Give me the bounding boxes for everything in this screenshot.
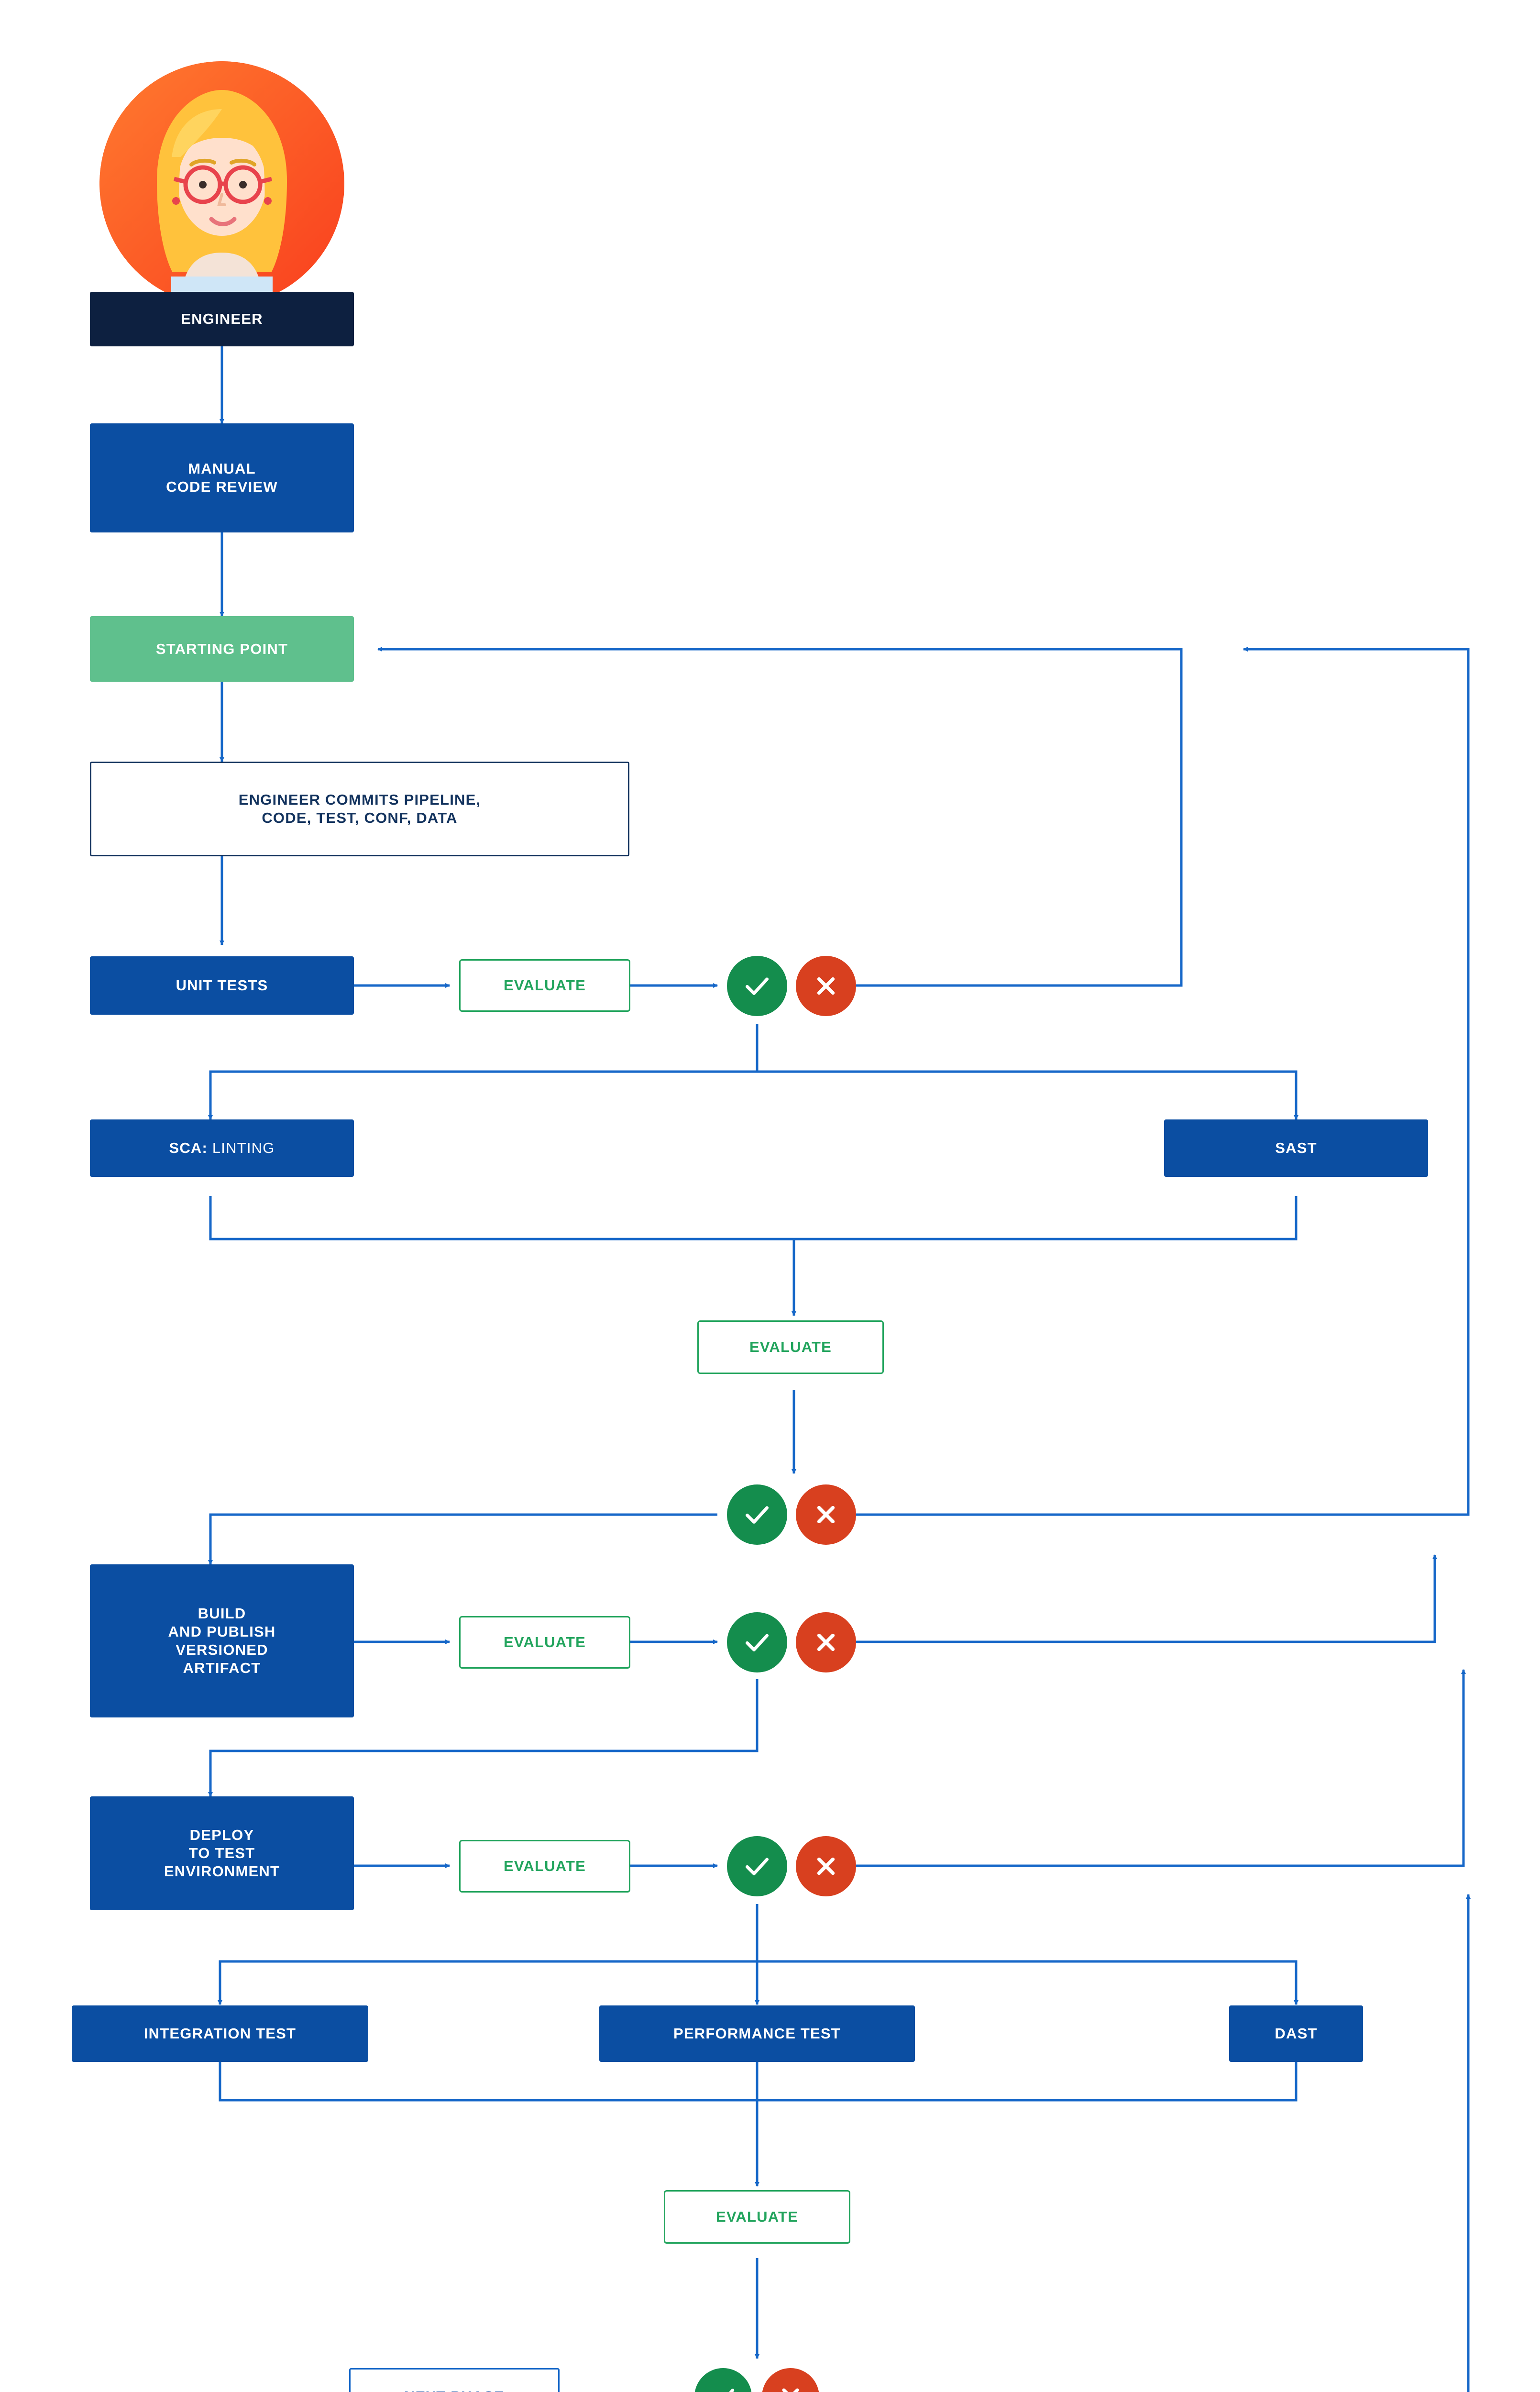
check-icon <box>729 2389 735 2392</box>
node-build-line4: ARTIFACT <box>183 1659 261 1676</box>
cross-icon <box>817 1633 835 1651</box>
badge-pass-next-phase[interactable] <box>694 2368 752 2392</box>
check-icon <box>745 1858 769 1875</box>
node-deploy-test-env[interactable]: DEPLOY TO TEST ENVIRONMENT <box>90 1796 354 1910</box>
check-icon <box>745 1634 769 1651</box>
node-build-line2: AND PUBLISH <box>168 1623 276 1640</box>
node-evaluate-build[interactable]: EVALUATE <box>459 1616 630 1669</box>
node-sast[interactable]: SAST <box>1164 1119 1428 1177</box>
node-deploy-line1: DEPLOY <box>189 1827 254 1844</box>
node-engineer-label: ENGINEER <box>181 310 263 328</box>
cross-icon <box>782 2388 799 2392</box>
node-unit-tests[interactable]: UNIT TESTS <box>90 956 354 1015</box>
node-integration-test[interactable]: INTEGRATION TEST <box>72 2005 368 2062</box>
node-evaluate-5-label: EVALUATE <box>715 2208 799 2226</box>
node-evaluate-deploy[interactable]: EVALUATE <box>459 1840 630 1893</box>
node-integration-test-label: INTEGRATION TEST <box>143 2025 297 2042</box>
node-sca-normal: LINTING <box>208 1140 275 1157</box>
node-sca-linting[interactable]: SCA: LINTING <box>90 1119 354 1177</box>
node-next-phase[interactable]: NEXT PHASE <box>349 2368 560 2392</box>
badge-fail-deploy[interactable] <box>796 1836 856 1896</box>
badge-pass-build[interactable] <box>727 1612 787 1672</box>
badge-pass-sca-sast[interactable] <box>727 1484 787 1545</box>
node-evaluate-tests[interactable]: EVALUATE <box>664 2190 850 2244</box>
cross-icon <box>817 977 835 995</box>
node-evaluate-unit-tests[interactable]: EVALUATE <box>459 959 630 1012</box>
check-icon <box>745 977 769 995</box>
node-manual-code-review[interactable]: MANUAL CODE REVIEW <box>90 423 354 532</box>
node-engineer-commits-line1: ENGINEER COMMITS PIPELINE, <box>238 791 481 808</box>
node-starting-point-label: STARTING POINT <box>155 640 288 657</box>
node-build-publish-artifact[interactable]: BUILD AND PUBLISH VERSIONED ARTIFACT <box>90 1564 354 1717</box>
node-deploy-line2: TO TEST <box>188 1845 255 1862</box>
node-manual-code-review-line1: MANUAL <box>188 460 256 477</box>
cross-icon <box>817 1857 835 1875</box>
node-engineer[interactable]: ENGINEER <box>90 292 354 346</box>
badge-pass-deploy[interactable] <box>727 1836 787 1896</box>
node-dast-label: DAST <box>1275 2025 1318 2042</box>
node-sast-label: SAST <box>1275 1140 1317 1157</box>
node-starting-point[interactable]: STARTING POINT <box>90 616 354 682</box>
node-evaluate-4-label: EVALUATE <box>503 1858 586 1875</box>
node-evaluate-2-label: EVALUATE <box>749 1339 832 1356</box>
check-icon <box>745 1506 769 1524</box>
node-sca-bold: SCA: <box>169 1140 208 1157</box>
node-build-line3: VERSIONED <box>176 1641 268 1658</box>
badge-fail-build[interactable] <box>796 1612 856 1672</box>
node-dast[interactable]: DAST <box>1229 2005 1363 2062</box>
node-manual-code-review-line2: CODE REVIEW <box>166 478 278 495</box>
node-performance-test[interactable]: PERFORMANCE TEST <box>599 2005 915 2062</box>
node-deploy-line3: ENVIRONMENT <box>164 1862 280 1880</box>
node-engineer-commits-line2: CODE, TEST, CONF, DATA <box>262 809 458 826</box>
node-evaluate-sca-sast[interactable]: EVALUATE <box>697 1320 884 1374</box>
engineer-avatar <box>99 61 344 306</box>
badge-fail-next-phase[interactable] <box>762 2368 819 2392</box>
cross-icon <box>817 1506 835 1524</box>
badge-pass-unit-tests[interactable] <box>727 956 787 1016</box>
badge-fail-unit-tests[interactable] <box>796 956 856 1016</box>
node-performance-test-label: PERFORMANCE TEST <box>673 2025 841 2042</box>
node-build-line1: BUILD <box>198 1605 246 1622</box>
node-engineer-commits[interactable]: ENGINEER COMMITS PIPELINE, CODE, TEST, C… <box>90 762 629 856</box>
node-unit-tests-label: UNIT TESTS <box>176 977 268 994</box>
node-evaluate-1-label: EVALUATE <box>503 977 586 994</box>
badge-fail-sca-sast[interactable] <box>796 1484 856 1545</box>
node-next-phase-label: NEXT PHASE <box>404 2388 505 2392</box>
node-evaluate-3-label: EVALUATE <box>503 1634 586 1651</box>
node-sca-label: SCA: LINTING <box>169 1139 275 1157</box>
